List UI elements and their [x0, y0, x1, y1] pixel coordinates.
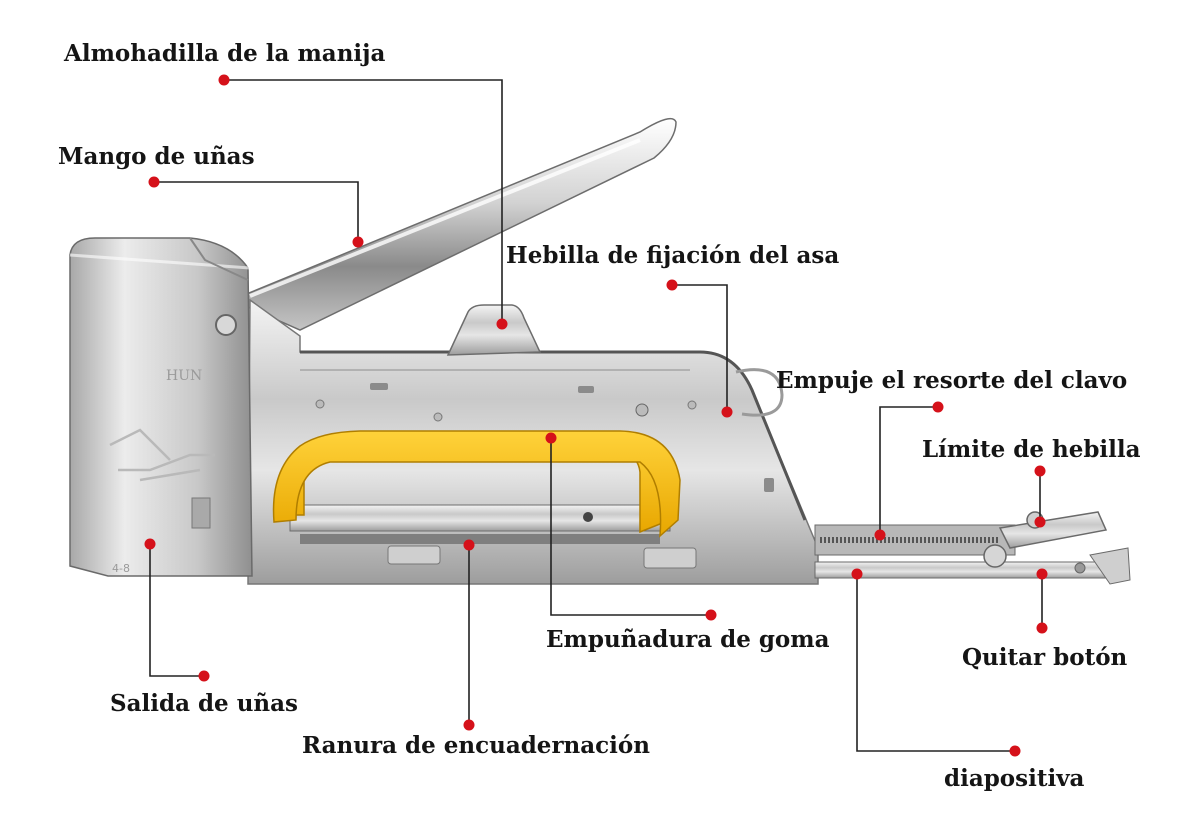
nail-handle-dot [148, 176, 160, 188]
handle-buckle-dot [666, 279, 678, 291]
remove-button-dot [1036, 568, 1048, 580]
slide-dot [851, 568, 863, 580]
remove-button-dot [1036, 622, 1048, 634]
nail-handle-dot [352, 236, 364, 248]
label-binding-slot: Ranura de encuadernación [302, 732, 650, 759]
front-head [69, 237, 253, 577]
handle-buckle-dot [721, 406, 733, 418]
nail-spring-dot [874, 529, 886, 541]
label-nail-spring: Empuje el resorte del clavo [776, 367, 1128, 394]
stapler: HUN 4-8 [69, 117, 1131, 585]
label-slide: diapositiva [944, 765, 1085, 792]
rubber-grip-dot [545, 432, 557, 444]
brand-mark: HUN [166, 368, 202, 384]
buckle-limit-dot [1034, 516, 1046, 528]
nail-spring-dot [932, 401, 944, 413]
spring-ring [735, 368, 784, 417]
slide-dot [1009, 745, 1021, 757]
handle-pad-dot [496, 318, 508, 330]
model-mark: 4-8 [112, 562, 130, 575]
marker-dots [144, 74, 1048, 757]
rubber-grip-dot [705, 609, 717, 621]
handle-buckle-tab [446, 304, 542, 356]
label-handle-pad: Almohadilla de la manija [64, 40, 386, 67]
remove-button-knob [983, 544, 1007, 568]
embossed-logo [109, 428, 215, 482]
label-nail-handle: Mango de uñas [58, 143, 255, 170]
binding-slot-dot [463, 539, 475, 551]
nail-outlet-dot [144, 538, 156, 550]
label-remove-button: Quitar botón [962, 644, 1128, 671]
pivot-rivet [215, 314, 237, 336]
label-handle-buckle: Hebilla de fijación del asa [506, 242, 840, 269]
label-nail-outlet: Salida de uñas [110, 690, 298, 717]
label-buckle-limit: Límite de hebilla [922, 436, 1141, 463]
binding-slot-dot [463, 719, 475, 731]
binding-rail [289, 504, 671, 532]
buckle-limiter [998, 511, 1108, 549]
buckle-limit-dot [1034, 465, 1046, 477]
nail-outlet-dot [198, 670, 210, 682]
leader-lines [149, 79, 1043, 752]
handle-pad-dot [218, 74, 230, 86]
label-rubber-grip: Empuñadura de goma [546, 626, 830, 653]
